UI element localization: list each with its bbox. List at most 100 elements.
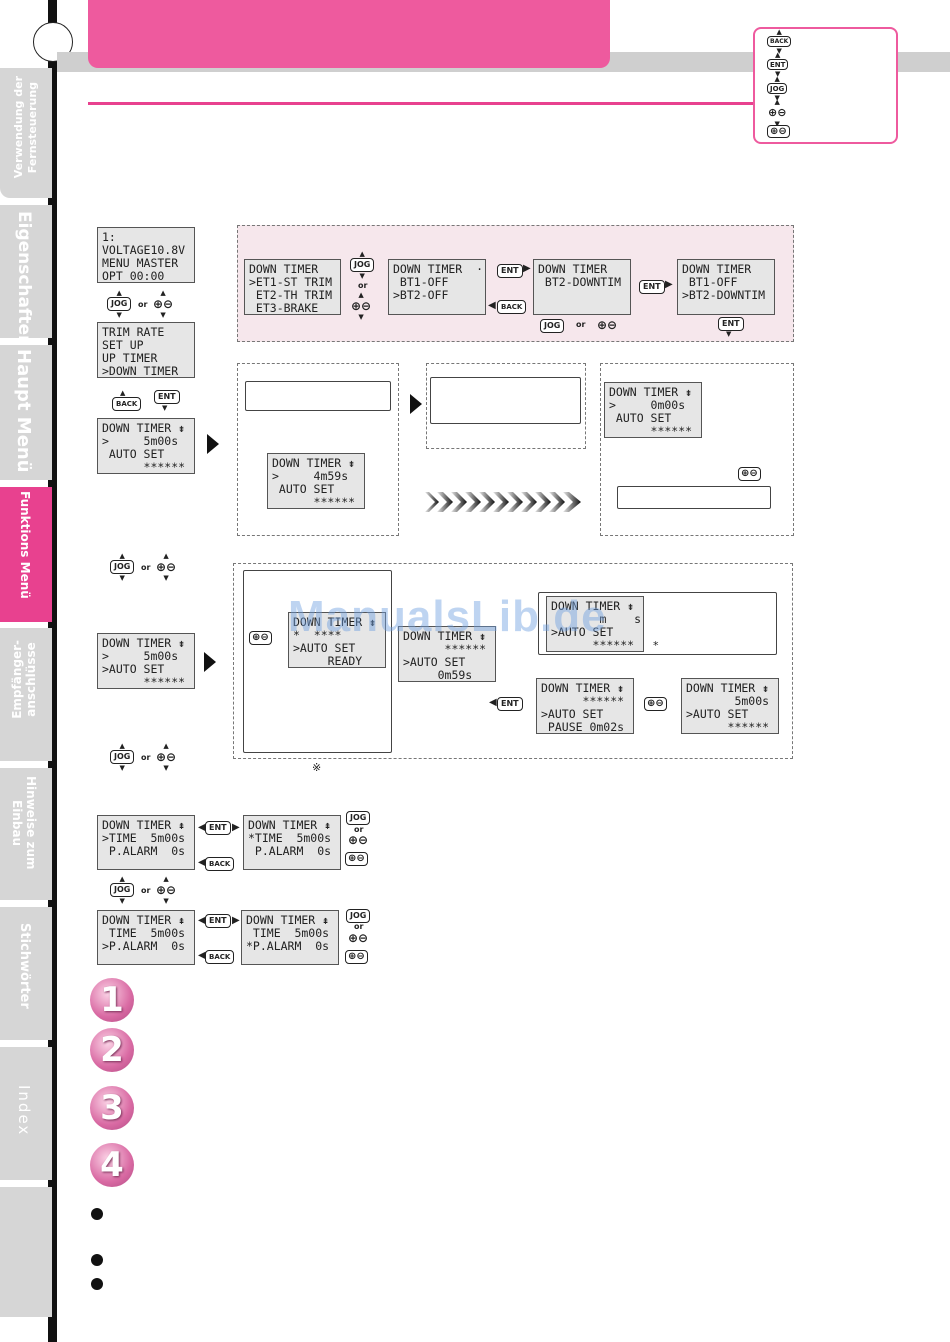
or-label: or [141,563,151,572]
screen-auto-reset: DOWN TIMER ⇟ 5m00s >AUTO SET ****** [681,678,779,734]
arrow-left-icon: ◀ [489,697,497,708]
or-label: or [576,320,586,329]
tab-verwendung[interactable]: Verwendung der Fernsteuerung [0,68,52,198]
ent-button-icon: ENT [497,697,523,711]
jog-button-icon: JOG [110,750,135,764]
arrow-right-icon [410,394,422,414]
screen-auto-set: DOWN TIMER ⇟ > 5m00s >AUTO SET ****** [97,633,195,689]
text-box [245,381,391,411]
jog-button-icon: JOG [767,83,788,94]
progress-arrows [425,490,585,514]
arrow-left-icon: ◀ [488,300,496,311]
tab-stichwoerter-label: Stichwörter [17,923,32,1009]
ent-button-icon: ENT [205,914,231,928]
screen-time-edit: DOWN TIMER ⇞ *TIME 5m00s P.ALARM 0s [243,815,341,870]
jog-button-icon: JOG [540,319,565,333]
arrow-right-icon [207,434,219,454]
text-box [430,377,581,424]
jog-button-icon: JOG [350,258,375,272]
screen-timer-running: DOWN TIMER ⇟ > 4m59s AUTO SET ****** [267,453,365,509]
arrow-left-icon: ◀ [198,950,206,961]
tab-empfaenger-label: Empfänger- anschlüsse [10,640,38,719]
tab-index[interactable]: Index [0,1047,52,1180]
arrow-left-icon: ◀ [198,857,206,868]
bullet-icon [91,1278,103,1290]
screen-auto-stopped: DOWN TIMER ⇟ m s >AUTO SET ****** [546,596,644,652]
tab-stichwoerter[interactable]: Stichwörter [0,907,52,1040]
ent-button-icon: ENT [718,317,744,331]
screen-bt2-selected: DOWN TIMER BT1-OFF >BT2-DOWNTIM [677,259,775,315]
arrow-right-icon [204,652,216,672]
ent-button-icon: ENT [497,264,523,278]
step-4-icon: 4 [90,1143,134,1187]
plus-minus-button-icon: ⊕⊖ [345,852,368,866]
footnote-star: * [653,639,659,652]
tab-verwendung-label: Verwendung der Fernsteuerung [12,76,39,179]
panel-running [237,363,399,536]
plus-minus-icon: ⊕⊖ [348,833,369,847]
tab-empfaenger[interactable]: Empfänger- anschlüsse [0,628,52,761]
down-arrow-icon: ▼ [726,330,732,338]
plus-minus-updown-icon: ⊕⊖ [156,884,176,896]
arrow-right-icon: ▶ [523,263,531,274]
arrow-right-icon: ▶ [665,279,673,290]
plus-minus-updown-icon: ⊕⊖ [156,751,176,763]
jog-button-icon: JOG [110,560,135,574]
plus-minus-button-icon: ⊕⊖ [738,467,761,481]
screen-voltage: 1: VOLTAGE10.8V MENU MASTER OPT 00:00 [97,227,195,283]
screen-timer-zero: DOWN TIMER ⇟ > 0m00s AUTO SET ****** [604,382,702,438]
tab-haupt-menu-label: Haupt Menü [13,349,34,473]
tab-eigenschaften-label: Eigenschaften [14,211,34,348]
sidebar-spine [48,0,57,1342]
tab-blank [0,1187,52,1317]
bullet-icon [91,1208,103,1220]
back-button-icon: BACK [112,397,142,411]
back-button-icon: BACK [497,300,527,314]
plus-minus-updown-icon: ⊕⊖ [768,107,786,119]
plus-minus-updown-icon: ⊕⊖ [156,561,176,573]
tab-index-label: Index [15,1085,33,1137]
bullet-icon [91,1254,103,1266]
tab-haupt-menu[interactable]: Haupt Menü [0,345,52,480]
screen-auto-counting: DOWN TIMER ⇟ ****** >AUTO SET 0m59s [398,626,496,682]
jog-button-icon: JOG [346,909,371,923]
plus-minus-button-icon: ⊕⊖ [644,697,667,711]
down-arrow-icon: ▼ [162,404,168,412]
tab-eigenschaften[interactable]: Eigenschaften [0,205,52,347]
ent-button-icon: ENT [767,59,789,70]
tab-hinweise[interactable]: Hinweise zum Einbau [0,768,52,900]
back-button-icon: BACK [205,950,235,964]
screen-down-timer: DOWN TIMER ⇟ > 5m00s AUTO SET ****** [97,418,195,474]
plus-minus-icon: ⊕⊖ [348,931,369,945]
plus-minus-button-icon: ⊕⊖ [767,125,790,138]
arrow-left-icon: ◀ [198,915,206,926]
screen-time-select: DOWN TIMER ⇞ >TIME 5m00s P.ALARM 0s [97,815,195,870]
subtitle-underline [88,102,753,105]
panel-timeout [600,363,794,536]
plus-minus-button-icon: ⊕⊖ [345,950,368,964]
jog-button-icon: JOG [107,297,132,311]
or-label: or [358,281,368,290]
plus-minus-updown-icon: ⊕⊖ [153,298,173,310]
arrow-right-icon: ▶ [232,822,240,833]
back-button-icon: BACK [205,857,235,871]
ent-button-icon: ENT [154,390,180,404]
screen-auto-ready: DOWN TIMER ⇟ * **** >AUTO SET READY [288,612,386,668]
or-label: or [141,753,151,762]
or-label: or [138,300,148,309]
or-label: or [354,825,364,834]
step-1-icon: 1 [90,978,134,1022]
button-legend: BACK ENT JOG ⊕⊖ ⊕⊖ [753,27,898,144]
back-button-icon: BACK [767,36,792,47]
tab-hinweise-label: Hinweise zum Einbau [10,776,38,870]
arrow-left-icon: ◀ [198,822,206,833]
tab-funktions-menu-label: Funktions Menü [18,491,32,599]
plus-minus-updown-icon: ⊕⊖ [351,300,371,312]
tab-funktions-menu[interactable]: Funktions Menü [0,487,52,622]
or-label: or [141,886,151,895]
panel-middle [426,363,586,449]
arrow-right-icon: ▶ [232,915,240,926]
footnote-mark: ※ [312,761,322,774]
screen-alarm-select: DOWN TIMER ⇞ TIME 5m00s >P.ALARM 0s [97,910,195,965]
plus-minus-button-icon: ⊕⊖ [249,631,272,645]
